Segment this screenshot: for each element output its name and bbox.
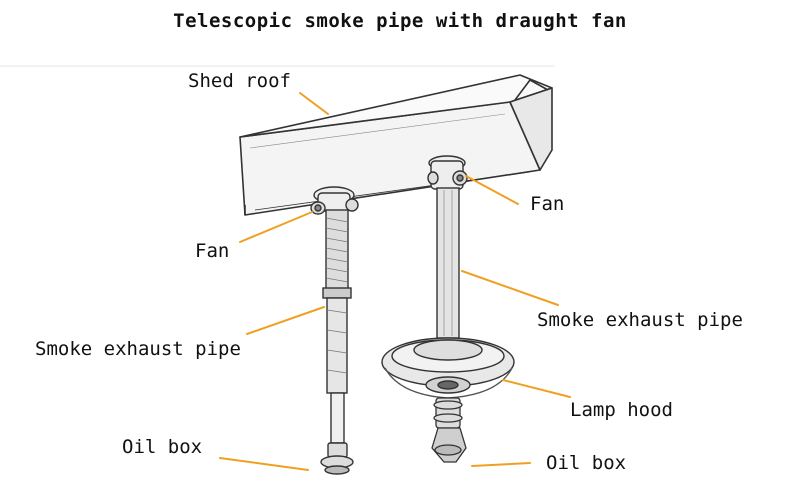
- leader-oil-box-right: [471, 462, 531, 467]
- label-shed-roof: Shed roof: [188, 70, 291, 92]
- right-smoke-pipe-sketch: [436, 187, 460, 339]
- leader-smoke-pipe-left: [246, 306, 325, 335]
- leader-oil-box-left: [219, 457, 309, 471]
- label-smoke-pipe-right: Smoke exhaust pipe: [537, 309, 743, 331]
- label-fan-right: Fan: [530, 193, 565, 215]
- leader-fan-right: [465, 175, 519, 205]
- label-fan-left: Fan: [195, 240, 230, 262]
- diagram-title: Telescopic smoke pipe with draught fan: [173, 10, 627, 32]
- leader-shed-roof: [299, 92, 329, 115]
- left-fan-sketch: [310, 186, 359, 215]
- label-smoke-pipe-left: Smoke exhaust pipe: [35, 338, 241, 360]
- right-fan-sketch: [427, 155, 468, 190]
- leader-lines: [219, 92, 571, 471]
- label-oil-box-left: Oil box: [122, 436, 203, 458]
- left-smoke-pipe-sketch: [322, 209, 352, 444]
- leader-lamp-hood: [502, 379, 571, 398]
- left-oil-box-sketch: [320, 442, 354, 475]
- label-oil-box-right: Oil box: [546, 452, 627, 474]
- lamp-hood-sketch: [381, 337, 515, 399]
- leader-fan-left: [239, 211, 313, 243]
- label-lamp-hood: Lamp hood: [570, 399, 673, 421]
- leader-smoke-pipe-right: [461, 270, 559, 306]
- right-oil-box-sketch: [431, 397, 467, 463]
- shed-roof-sketch: [239, 74, 553, 216]
